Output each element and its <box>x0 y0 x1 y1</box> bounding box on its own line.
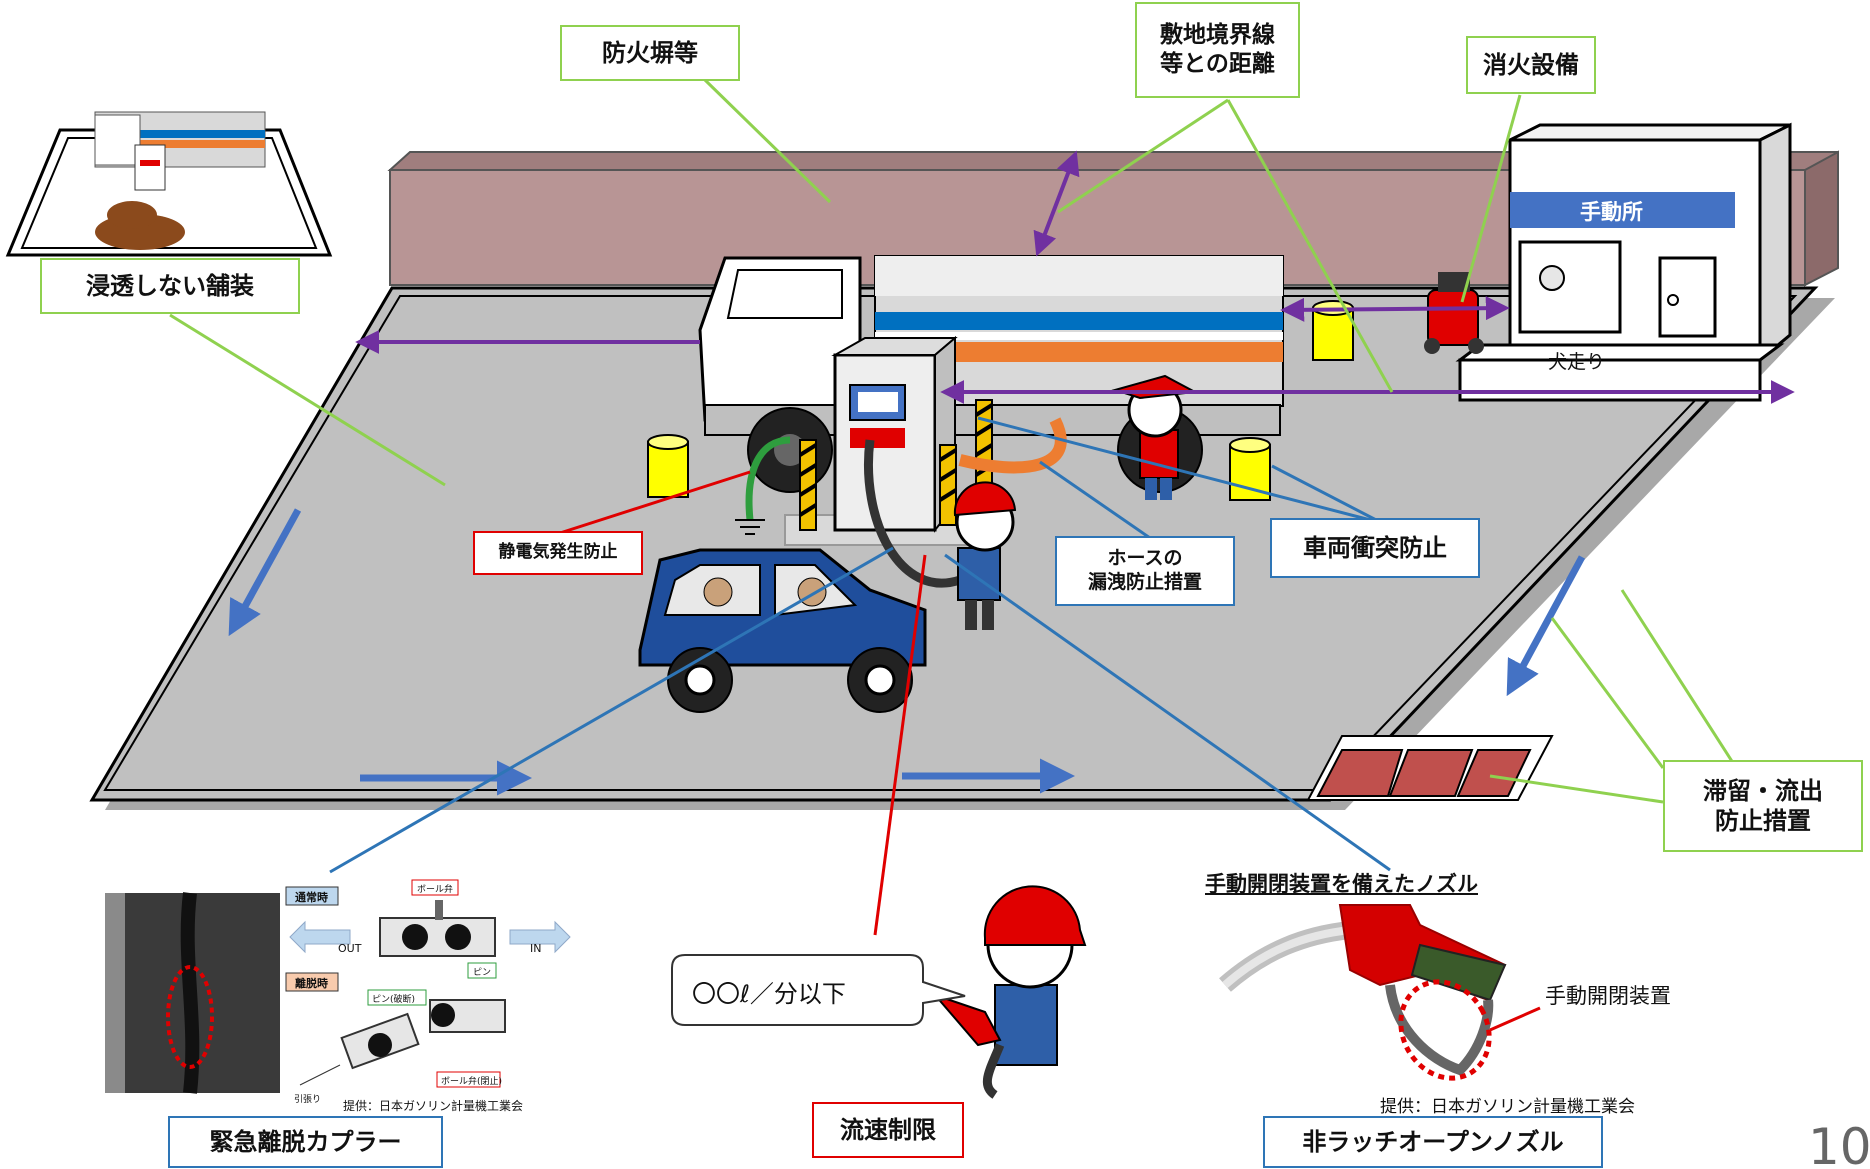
label-hose-leak: ホースの 漏洩防止措置 <box>1055 536 1235 606</box>
drainage-trench <box>1306 735 1554 801</box>
coupler-normal-label: 通常時 <box>295 891 328 904</box>
label-nozzle: 非ラッチオープンノズル <box>1263 1116 1603 1168</box>
leader-coupler <box>329 546 894 874</box>
blue-car <box>638 548 927 713</box>
office-sign <box>1510 192 1735 228</box>
office-sign-text: 手動所 <box>1580 200 1643 224</box>
nozzle-section-title: 手動開閉装置を備えたノズル <box>1205 872 1478 896</box>
leader-hose-leak <box>1039 460 1151 540</box>
dispenser-hose <box>864 439 962 588</box>
coupler-photo <box>105 892 280 1094</box>
office-walkway-text: 犬走り <box>1548 351 1606 373</box>
distance-arrow-office <box>1280 296 1510 322</box>
leader-boundary-2 <box>1226 99 1394 393</box>
label-boundary-distance: 敷地境界線 等との距離 <box>1135 2 1300 98</box>
ground-symbol <box>735 519 765 535</box>
leader-nozzle <box>944 553 1391 872</box>
label-fire-extinguisher: 消火設備 <box>1466 36 1596 94</box>
leader-static <box>559 470 751 535</box>
leader-extinguisher <box>1460 94 1522 303</box>
leader-boundary-1 <box>1057 98 1229 214</box>
label-pavement: 浸透しない舗装 <box>40 258 300 314</box>
leader-firewall <box>703 78 832 204</box>
leader-flow-limit <box>873 554 927 936</box>
speech-bubble <box>671 954 966 1026</box>
coupler-ball-valve: ボール弁 <box>417 885 454 895</box>
pavement-inset-illustration <box>5 111 333 257</box>
wall-side <box>1804 150 1839 287</box>
coupler-diagram <box>285 879 571 1088</box>
label-static-prevention: 静電気発生防止 <box>473 531 643 575</box>
attendant-refueling <box>953 481 1017 630</box>
label-stagnation: 滞留・流出 防止措置 <box>1663 760 1863 852</box>
coupler-in: IN <box>530 942 542 955</box>
page-number: 10 <box>1808 1125 1870 1169</box>
distance-arrow-wall <box>1033 150 1080 257</box>
flow-arrow-4 <box>1506 555 1586 697</box>
static-ground-wire <box>745 436 791 521</box>
coupler-pin: ピン <box>473 968 492 978</box>
coupler-pin-broken: ピン(破断) <box>372 995 416 1005</box>
leader-collision-1 <box>977 416 1383 525</box>
coupler-ball-valve-closed: ボール弁(閉止) <box>441 1077 503 1087</box>
leader-stagnation-2 <box>1620 589 1737 767</box>
attendant-flow-limit <box>931 885 1087 1099</box>
leader-stagnation-3 <box>1489 774 1664 804</box>
ground-inner-border <box>103 295 1798 791</box>
leader-collision-2 <box>1271 464 1383 525</box>
coupler-credit: 提供：日本ガソリン計量機工業会 <box>343 1099 524 1113</box>
leader-pavement <box>169 313 446 487</box>
nozzle-illustration <box>1219 904 1541 1081</box>
nozzle-device-label: 手動開閉装置 <box>1545 984 1671 1008</box>
coupler-pull: 引張り <box>294 1095 322 1105</box>
label-flow-limit: 流速制限 <box>812 1102 964 1158</box>
orange-hose <box>958 417 1067 474</box>
leader-stagnation-1 <box>1550 617 1665 769</box>
coupler-release-label: 離脱時 <box>295 977 328 990</box>
speech-text: 〇〇ℓ／分以下 <box>692 980 846 1008</box>
label-firewall: 防火塀等 <box>560 25 740 81</box>
label-collision-prevention: 車両衝突防止 <box>1270 518 1480 578</box>
office-building <box>1455 122 1792 402</box>
flow-arrow-1 <box>228 508 302 637</box>
coupler-out: OUT <box>338 942 362 955</box>
label-coupler: 緊急離脱カプラー <box>168 1116 443 1168</box>
nozzle-credit: 提供：日本ガソリン計量機工業会 <box>1380 1097 1635 1117</box>
